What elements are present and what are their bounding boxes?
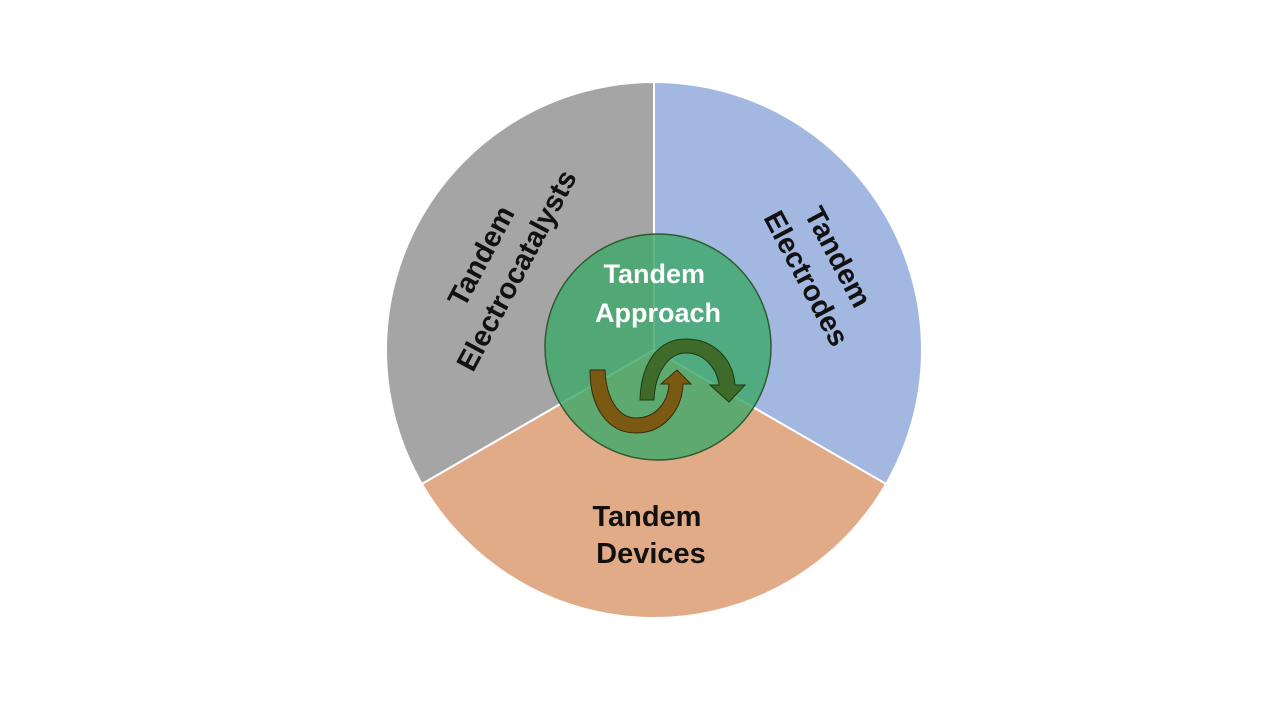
center-line-2: Approach xyxy=(595,298,721,328)
left-curved-arrow-icon xyxy=(589,369,693,434)
center-line-1: Tandem xyxy=(603,259,705,289)
right-curved-arrow-icon xyxy=(639,338,747,403)
center-label: Tandem Approach xyxy=(595,259,721,328)
segment-label-devices: Tandem Devices xyxy=(592,501,709,570)
cycle-arrows-icon xyxy=(589,338,747,434)
devices-line-1: Tandem xyxy=(592,501,701,533)
segment-devices xyxy=(420,348,888,620)
devices-line-2: Devices xyxy=(596,538,706,570)
